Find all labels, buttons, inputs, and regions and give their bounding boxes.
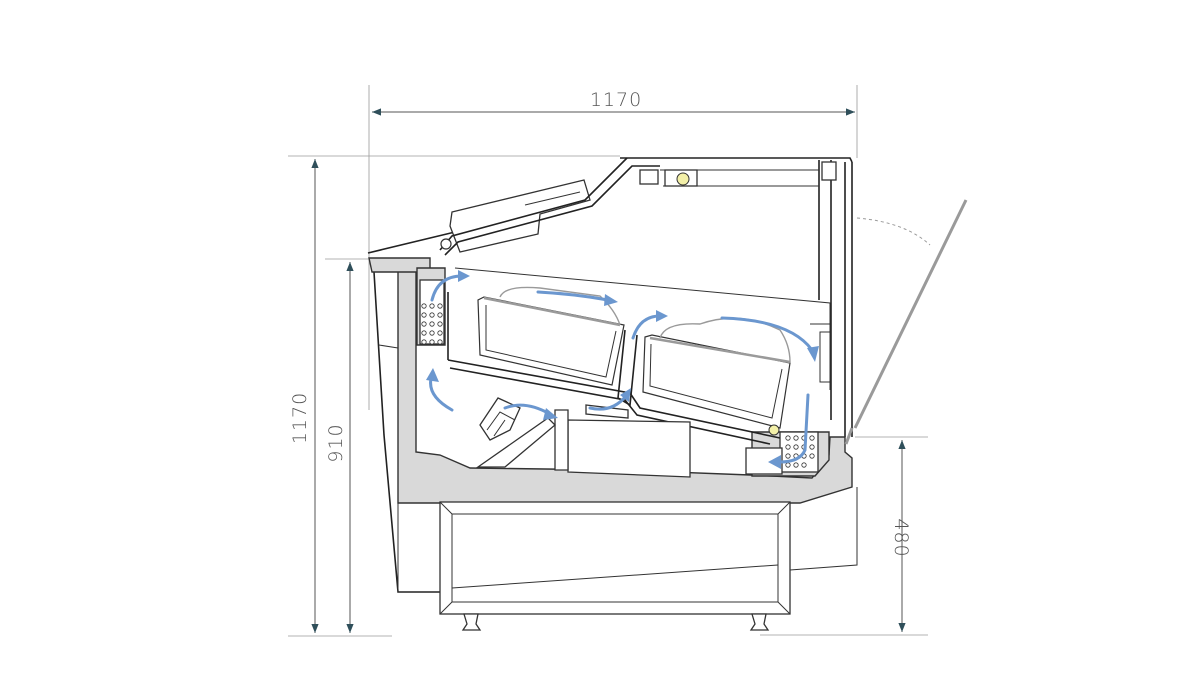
airflow-arrows bbox=[426, 270, 819, 469]
lamp-icon bbox=[676, 172, 690, 186]
dimension-width: 1170 bbox=[368, 85, 858, 410]
foot-left bbox=[461, 613, 482, 631]
lamp-icon bbox=[768, 424, 780, 436]
dimension-overall-height-label: 1170 bbox=[289, 392, 311, 444]
dimension-counter-height-label: 910 bbox=[325, 423, 347, 462]
dimension-overall-height: 1170 bbox=[288, 155, 620, 637]
dimension-base-height: 480 bbox=[760, 436, 928, 636]
dimension-width-label: 1170 bbox=[590, 89, 642, 111]
front-glass bbox=[844, 199, 968, 445]
dimension-base-height-label: 480 bbox=[890, 518, 912, 557]
refrigeration-unit bbox=[475, 397, 691, 478]
dimension-counter-height: 910 bbox=[325, 258, 372, 633]
base-frame bbox=[439, 501, 791, 631]
tray-right bbox=[642, 334, 791, 429]
canopy bbox=[439, 157, 837, 256]
foot-right bbox=[749, 613, 770, 631]
display-shelf bbox=[447, 286, 791, 445]
